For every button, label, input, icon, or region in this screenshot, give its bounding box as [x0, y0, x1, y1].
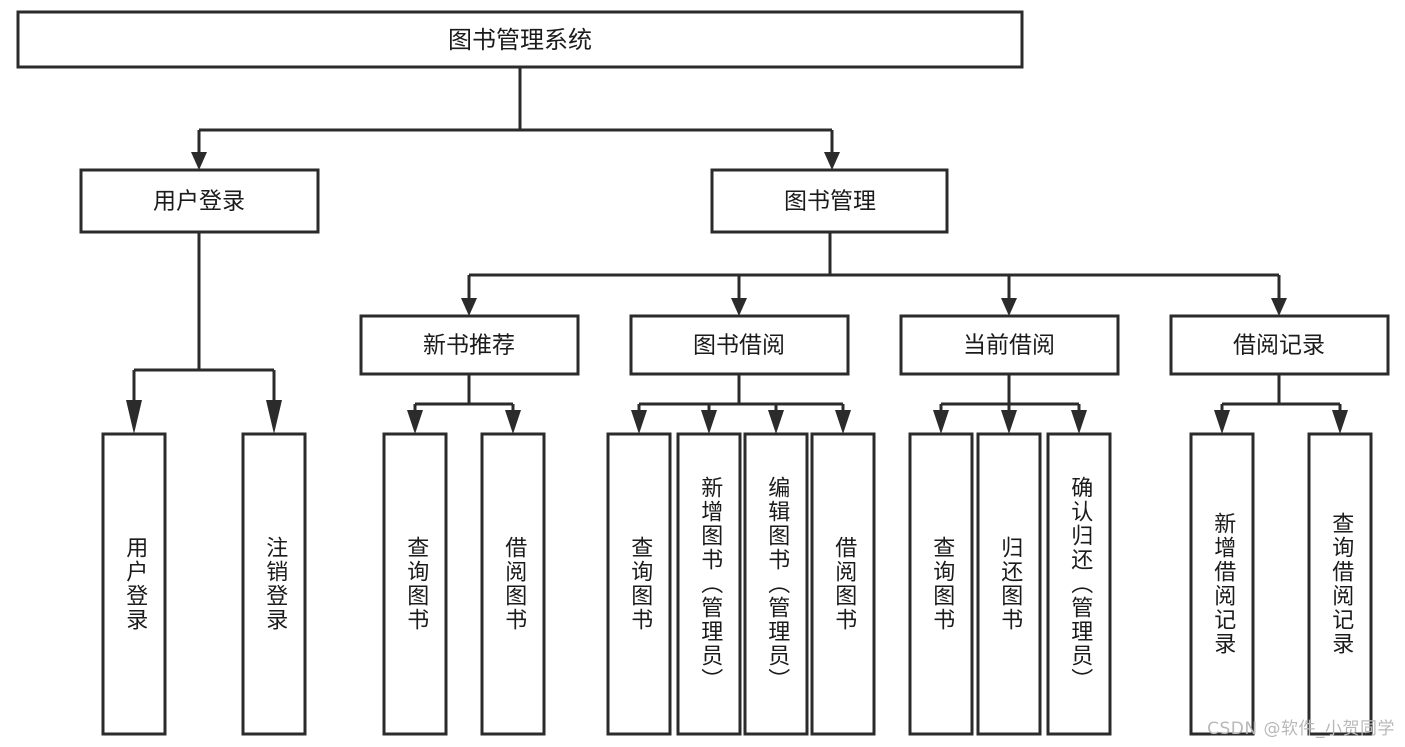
leaf-box-book-borrow-2[interactable]	[743, 432, 809, 736]
leaf-box-book-borrow-0[interactable]	[606, 432, 672, 736]
leaf-box-new-book-1[interactable]	[480, 432, 546, 736]
node-new-book-recommend-label: 新书推荐	[423, 333, 515, 359]
leaf-box-borrow-records-1[interactable]	[1307, 432, 1373, 736]
node-borrow-records[interactable]: 借阅记录	[1169, 314, 1390, 376]
watermark-text: CSDN @软件_小贺同学	[1207, 719, 1395, 739]
node-current-borrow[interactable]: 当前借阅	[899, 314, 1120, 376]
connector-root-to-level2	[191, 67, 840, 170]
node-book-borrow-label: 图书借阅	[693, 333, 785, 359]
node-book-borrow[interactable]: 图书借阅	[629, 314, 850, 376]
leaf-box-borrow-records-0[interactable]	[1189, 432, 1255, 736]
connector-borrow-records-to-leaves	[1214, 374, 1348, 434]
leaf-box-book-borrow-1[interactable]	[676, 432, 742, 736]
leaf-box-user-login-1[interactable]	[241, 432, 307, 736]
leaf-box-current-borrow-0[interactable]	[908, 432, 974, 736]
node-root[interactable]: 图书管理系统	[16, 10, 1024, 69]
node-user-login[interactable]: 用户登录	[79, 168, 320, 234]
node-user-login-label: 用户登录	[153, 189, 245, 215]
connector-book-borrow-to-leaves	[631, 374, 851, 434]
leaf-box-current-borrow-2[interactable]	[1046, 432, 1112, 736]
node-book-management[interactable]: 图书管理	[710, 168, 949, 234]
connector-new-book-to-leaves	[407, 374, 521, 434]
connector-user-login-to-leaves	[126, 232, 282, 434]
connector-book-mgmt-to-level3	[461, 232, 1287, 316]
node-borrow-records-label: 借阅记录	[1233, 333, 1325, 359]
node-book-management-label: 图书管理	[784, 189, 876, 215]
node-root-label: 图书管理系统	[448, 26, 592, 54]
connector-current-borrow-to-leaves	[933, 374, 1087, 434]
leaf-box-book-borrow-3[interactable]	[810, 432, 876, 736]
node-current-borrow-label: 当前借阅	[963, 333, 1055, 359]
leaf-box-new-book-0[interactable]	[382, 432, 448, 736]
leaf-box-user-login-0[interactable]	[101, 432, 167, 736]
node-new-book-recommend[interactable]: 新书推荐	[359, 314, 580, 376]
leaf-box-current-borrow-1[interactable]	[976, 432, 1042, 736]
